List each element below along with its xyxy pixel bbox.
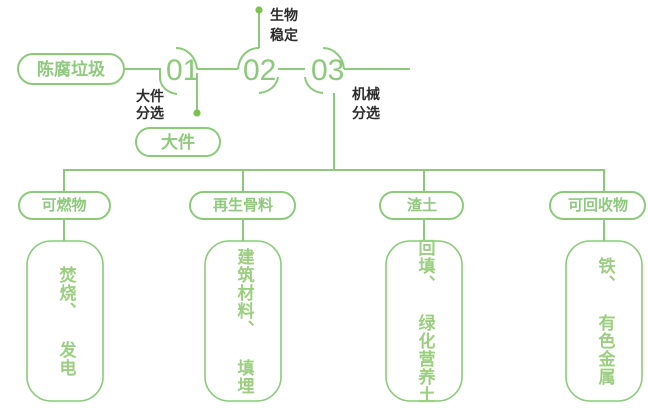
dajian-pill-label: 大件 <box>161 132 195 153</box>
zhatu-pill-outline <box>379 191 464 220</box>
step-01-process-label-line1: 大件 <box>136 88 164 105</box>
output-node-zaishenguliao[interactable]: 再生骨料 <box>189 191 296 220</box>
dajian-pill-outline <box>135 127 221 157</box>
zaishenguliao-pill-label: 再生骨料 <box>213 196 273 214</box>
source-pill-label: 陈腐垃圾 <box>37 59 106 80</box>
step-02-process-label-line2: 稳定 <box>270 27 298 44</box>
zaishenguliao-destination-box[interactable] <box>204 240 282 402</box>
keranwu-destination-box[interactable] <box>26 240 104 402</box>
kehuishouwu-destination-box[interactable] <box>565 240 643 402</box>
step-03-process-label-line1: 机械 <box>352 86 380 103</box>
zhatu-destination-box[interactable] <box>385 240 463 402</box>
output-node-zhatu[interactable]: 渣土 <box>379 191 464 220</box>
kehuishouwu-pill-outline <box>549 191 646 220</box>
zhatu-pill-label: 渣土 <box>407 196 437 214</box>
step-02-process-label-line1: 生物 <box>270 7 298 24</box>
connector-source-to-01 <box>124 68 161 79</box>
keranwu-pill-label: 可燃物 <box>41 196 86 214</box>
step-03-arc-top <box>322 47 345 70</box>
step-02-arc-bottom <box>258 76 279 94</box>
step-02-number: 02 <box>243 54 276 87</box>
kehuishouwu-pill-label: 可回收物 <box>568 196 628 214</box>
step-03-process-label-line2: 分选 <box>352 105 380 122</box>
step-01-process-label-line2: 分选 <box>136 105 164 122</box>
step-01-arc-top <box>175 47 198 70</box>
source-node-chenfulaji[interactable]: 陈腐垃圾 <box>17 53 125 85</box>
step-03-number: 03 <box>311 54 344 87</box>
step-02-arc-top <box>237 47 260 70</box>
output-node-keranwu[interactable]: 可燃物 <box>18 191 111 220</box>
output-node-dajian[interactable]: 大件 <box>135 127 221 157</box>
shengwuwending-branch-dot <box>255 6 263 14</box>
output-node-kehuishouwu[interactable]: 可回收物 <box>549 191 646 220</box>
dajian-branch-dot <box>193 109 201 117</box>
step-03-arc-bottom <box>304 76 324 94</box>
step-01-number: 01 <box>166 54 199 87</box>
step-01-arc-bottom <box>159 78 178 95</box>
